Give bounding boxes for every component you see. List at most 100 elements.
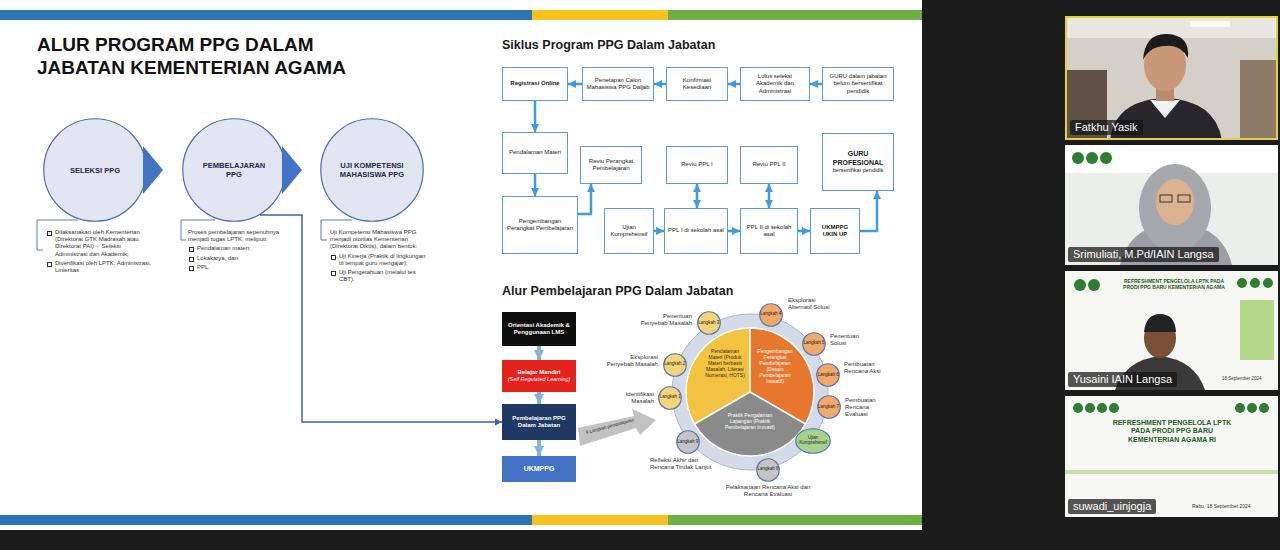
stage-box: UKMPPG: [502, 456, 576, 482]
logo: [1073, 403, 1083, 413]
circle-shape: [321, 119, 424, 222]
logo: [1085, 403, 1095, 413]
slide-bar: [668, 515, 922, 525]
process-box: Pengembangan Perangkat Pembelajaran: [502, 196, 578, 254]
node-text: PPL I di sekolah asal: [668, 227, 724, 234]
stage-box: Belajar Mandiri(Self Regulated Learning): [502, 360, 576, 392]
node-text: Reviu PPL II: [752, 161, 785, 168]
flow-arrow: [728, 230, 740, 233]
node-text: Konfirmasi Kesediaan: [670, 77, 724, 91]
node-text: UKMPPG: [524, 465, 555, 473]
flow-arrow: [810, 83, 822, 86]
process-box: Pendalaman Materi: [502, 132, 568, 174]
process-box: Lulus seleksi Akademik dan Administrasi: [740, 67, 810, 101]
logo: [1237, 278, 1247, 288]
note-group: Dilaksanakan oleh Kementerian (Direktora…: [46, 229, 152, 276]
video-tile: suwadi_uinjogja: [1065, 396, 1278, 517]
banner-date: Rabu, 18 September 2024: [1192, 503, 1251, 509]
flow-arrow: [534, 101, 537, 132]
step-label: Penentuan Penyebab Masalah: [638, 313, 692, 327]
circle-shape: [664, 353, 687, 376]
circle-shape: [759, 303, 782, 326]
tile-background: [1065, 271, 1278, 390]
process-box: Penetapan Calon Mahasiswa PPG Daljab: [582, 67, 654, 101]
flow-arrow: [654, 83, 666, 86]
node-text: PPL II di sekolah asal: [744, 224, 794, 238]
node-text: Langkah 3: [698, 321, 719, 326]
bullet-square: [47, 231, 52, 236]
banner-text: REFRESHMENT PENGELOLA LPTK PADA PRODI PP…: [1106, 419, 1238, 444]
process-box: Reviu Perangkat Pembelajaran: [580, 146, 642, 184]
node-text: Reviu Perangkat Pembelajaran: [584, 158, 638, 172]
chevron-pointer: [282, 146, 302, 194]
person-face: [1156, 179, 1194, 225]
process-box: Reviu PPL I: [666, 146, 728, 184]
step-label: Eksplorasi Penyebab Masalah: [604, 354, 658, 368]
step-label: Penentuan Solusi: [830, 333, 870, 347]
arrow-label: 9 Langkah pembelajaran: [585, 417, 634, 435]
logo: [1088, 279, 1100, 291]
node-text: PEMBELAJARAN PPG: [196, 161, 272, 179]
node-text: GURU dalam jabatan belum bersertifikat p…: [826, 73, 890, 95]
logo: [1235, 403, 1245, 413]
tile-background: [1065, 16, 1278, 140]
process-box: PPL I di sekolah asal: [664, 208, 728, 254]
participant-name: Yusaini IAIN Langsa: [1068, 372, 1177, 387]
slide-bar: [0, 10, 532, 20]
node-text: Langkah 7: [818, 405, 839, 410]
participant-name: Fatkhu Yasik: [1070, 120, 1143, 135]
sector-shape: [695, 392, 806, 456]
node-text: Pendalaman Materi (Produk Materi berbasi…: [704, 348, 746, 378]
flow-arrow: [578, 184, 591, 214]
glasses: [1178, 195, 1190, 202]
node-text: Penetapan Calon Mahasiswa PPG Daljab: [586, 77, 650, 91]
node-text: Langkah 5: [803, 341, 824, 346]
circle-shape: [44, 119, 147, 222]
section-heading: Siklus Program PPG Dalam Jabatan: [502, 38, 715, 53]
step-circle: Langkah 8: [756, 458, 780, 482]
logo: [1100, 152, 1112, 164]
process-box: GURU PROFESIONALbersertifikat pendidik: [822, 133, 894, 191]
step-circle: Langkah 2: [663, 353, 687, 377]
node-text: GURU PROFESIONAL: [826, 150, 890, 167]
step-circle: Langkah 3: [697, 311, 721, 335]
logo: [1259, 403, 1269, 413]
note-text: Uji Kinerja (Praktik di lingkungan ttl t…: [330, 253, 428, 267]
big-grey-arrow: [578, 409, 656, 446]
node-text: Praktik Pengalaman Lapangan (Praktik Pem…: [720, 412, 780, 430]
circle-shape: [659, 386, 682, 409]
note-text: Proses pembelajaran sepenuhnya menjadi t…: [188, 229, 280, 243]
tile-background: [1065, 396, 1278, 517]
step-label: Refleksi Akhir dan Rencana Tindak Lanjut: [650, 457, 712, 471]
process-box: GURU dalam jabatan belum bersertifikat p…: [822, 67, 894, 101]
step-circle: Langkah 4: [759, 303, 783, 327]
bullet-square: [331, 255, 336, 260]
bullet-square: [189, 266, 194, 271]
logo: [1097, 403, 1107, 413]
step-label: Pelaksanaan Rencana Aksi dan Rencana Eva…: [718, 484, 818, 498]
stage-box: Orientasi Akademik & Penggunaan LMS: [502, 312, 576, 346]
slide-bar: [532, 515, 668, 525]
node-text: Orientasi Akademik & Penggunaan LMS: [505, 322, 573, 336]
step-label: Identifikasi Masalah: [608, 391, 654, 405]
process-box: Registrasi Online: [502, 67, 568, 101]
step-circle: Langkah 5: [802, 332, 826, 356]
circle-shape: [677, 431, 700, 454]
video-tile: Srimuliati, M.Pd/IAIN Langsa: [1065, 145, 1278, 265]
flow-arrow: [696, 184, 699, 208]
logo: [1086, 152, 1098, 164]
banner-date: 18 September 2024: [1222, 376, 1262, 381]
logo: [1072, 152, 1084, 164]
note-group: Uji Kompetensi Mahasiswa PPG menjadi oto…: [330, 229, 428, 285]
node-text: Langkah 9: [677, 440, 698, 445]
shelf: [1240, 60, 1276, 140]
step-label: Eksplorasi Alternatif Solusi: [788, 297, 840, 311]
step-label: Pembuatan Rencana Aksi: [844, 361, 886, 375]
participant-name: suwadi_uinjogja: [1068, 499, 1156, 514]
person-hair: [1143, 34, 1188, 60]
shirt-collar: [1150, 100, 1180, 118]
bullet-square: [189, 257, 194, 262]
flow-arrow: [860, 191, 877, 231]
note-text: PPL.: [188, 264, 280, 271]
